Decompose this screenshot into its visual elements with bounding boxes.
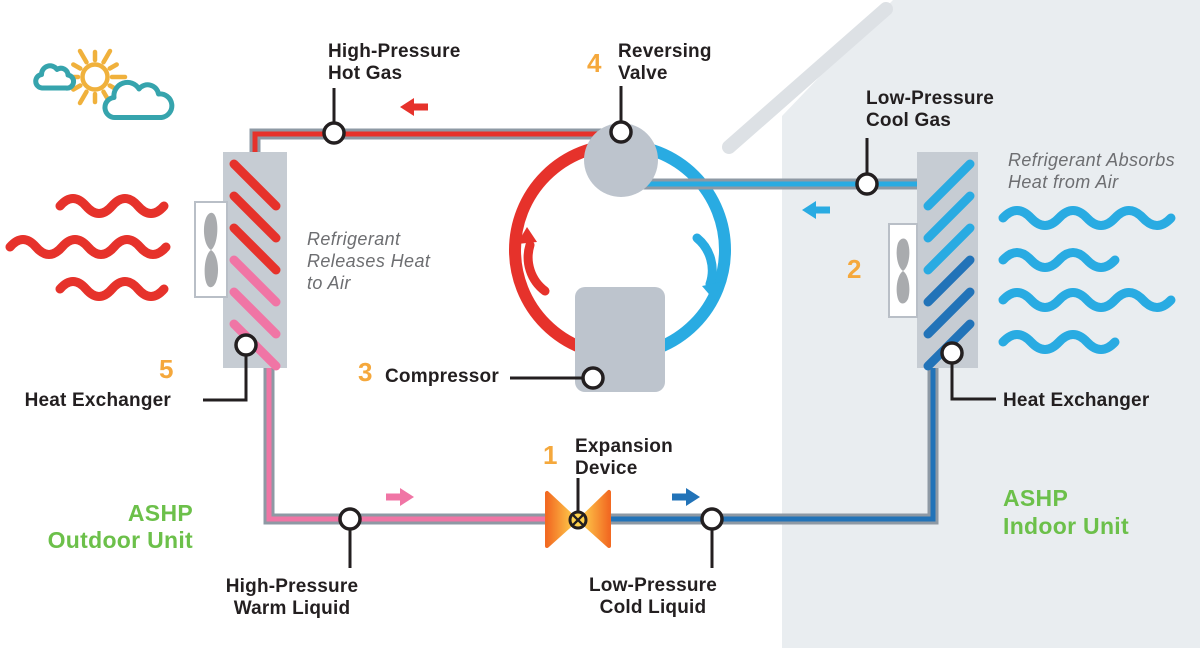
step-number-2: 2: [847, 254, 861, 284]
cool-air-waves-icon: [998, 206, 1176, 354]
label-cool-gas-line1: Low-Pressure: [866, 88, 994, 109]
exchanger-stripe: [229, 255, 281, 307]
label-ashp-outdoor-line1: ASHP: [128, 500, 193, 526]
exchanger-stripe: [229, 223, 281, 275]
cycle-direction-arrowhead-down: [702, 282, 721, 300]
compressor: [575, 287, 665, 392]
cycle-arc-cold: [619, 139, 731, 361]
warm-air-wave: [55, 277, 169, 301]
step-number-4: 4: [587, 48, 602, 78]
marker-hot-gas: [322, 121, 346, 145]
label-refrigerant-absorbs-line1: Refrigerant Absorbs: [1008, 150, 1175, 170]
label-ashp-indoor-line1: ASHP: [1003, 485, 1068, 511]
label-hot-gas-line2: Hot Gas: [328, 63, 402, 84]
outdoor-heat-exchanger: [223, 152, 287, 371]
label-hot-gas-line1: High-Pressure: [328, 41, 460, 62]
warm-air-waves-icon: [5, 194, 171, 301]
cloud-icon: [102, 79, 175, 121]
marker-warm-liquid: [338, 507, 362, 531]
label-refrigerant-absorbs-line2: Heat from Air: [1008, 172, 1119, 192]
exchanger-stripe: [923, 159, 975, 211]
warm-air-wave: [5, 235, 171, 259]
exchanger-stripe: [229, 159, 281, 211]
exchanger-stripe: [229, 287, 281, 339]
label-reversing-valve-line2: Valve: [618, 63, 668, 84]
exchanger-stripe: [923, 191, 975, 243]
indoor-heat-exchanger: [917, 152, 978, 371]
cycle-direction-arrowhead-up: [517, 227, 537, 244]
cycle-arc-hot: [509, 139, 621, 361]
house-roof-band: [722, 2, 893, 154]
label-warm-liquid-line2: Warm Liquid: [234, 598, 351, 619]
expansion-device: [545, 490, 611, 548]
label-refrigerant-releases-line1: Refrigerant: [307, 229, 401, 249]
cloud-icon: [33, 63, 76, 91]
marker-outdoor-exchanger: [234, 333, 258, 357]
exchanger-stripe: [923, 255, 975, 307]
exchanger-stripe: [229, 191, 281, 243]
label-warm-liquid-line1: High-Pressure: [226, 576, 358, 597]
label-outdoor-heat-exchanger: Heat Exchanger: [25, 390, 172, 411]
cycle-direction-arrow-down: [692, 233, 717, 289]
leader-outdoor-exchanger: [203, 355, 248, 402]
label-refrigerant-releases-line3: to Air: [307, 273, 351, 293]
cool-air-wave: [998, 206, 1176, 230]
label-compressor: Compressor: [385, 366, 499, 387]
label-expansion-line2: Device: [575, 458, 637, 479]
sun-icon: [62, 48, 128, 106]
cycle-direction-arrow-up: [523, 240, 550, 296]
marker-reversing-valve: [609, 120, 633, 144]
exchanger-stripe: [923, 223, 975, 275]
pipe-warm-liquid: [263, 360, 560, 525]
marker-cool-gas: [855, 172, 879, 196]
step-number-5: 5: [159, 354, 173, 384]
flow-arrow-left-blue: [802, 201, 830, 219]
flow-arrow-right-pink: [386, 488, 414, 506]
label-ashp-outdoor-line2: Outdoor Unit: [48, 527, 193, 553]
cool-air-wave: [998, 288, 1176, 312]
label-cool-gas-line2: Cool Gas: [866, 110, 951, 131]
label-indoor-heat-exchanger: Heat Exchanger: [1003, 390, 1150, 411]
warm-air-wave: [55, 194, 169, 218]
indoor-fan-icon: [888, 223, 918, 318]
marker-cold-liquid: [700, 507, 724, 531]
label-reversing-valve-line1: Reversing: [618, 41, 712, 62]
step-number-3: 3: [358, 357, 372, 387]
outdoor-fan-icon: [194, 201, 228, 298]
step-number-1: 1: [543, 440, 557, 470]
label-ashp-indoor-line2: Indoor Unit: [1003, 513, 1129, 539]
exchanger-stripe: [923, 287, 975, 339]
flow-arrow-left-red: [400, 98, 428, 116]
cool-air-wave: [998, 330, 1120, 354]
label-expansion-line1: Expansion: [575, 436, 673, 457]
marker-compressor: [581, 366, 605, 390]
flow-arrow-right-darkblue: [672, 488, 700, 506]
label-refrigerant-releases-line2: Releases Heat: [307, 251, 431, 271]
house-silhouette: [782, 0, 1200, 648]
marker-indoor-exchanger: [940, 341, 964, 365]
leader-indoor-exchanger: [950, 363, 996, 401]
reversing-valve: [584, 123, 658, 197]
cool-air-wave: [998, 248, 1120, 272]
label-cold-liquid-line1: Low-Pressure: [589, 575, 717, 596]
label-cold-liquid-line2: Cold Liquid: [600, 597, 707, 618]
